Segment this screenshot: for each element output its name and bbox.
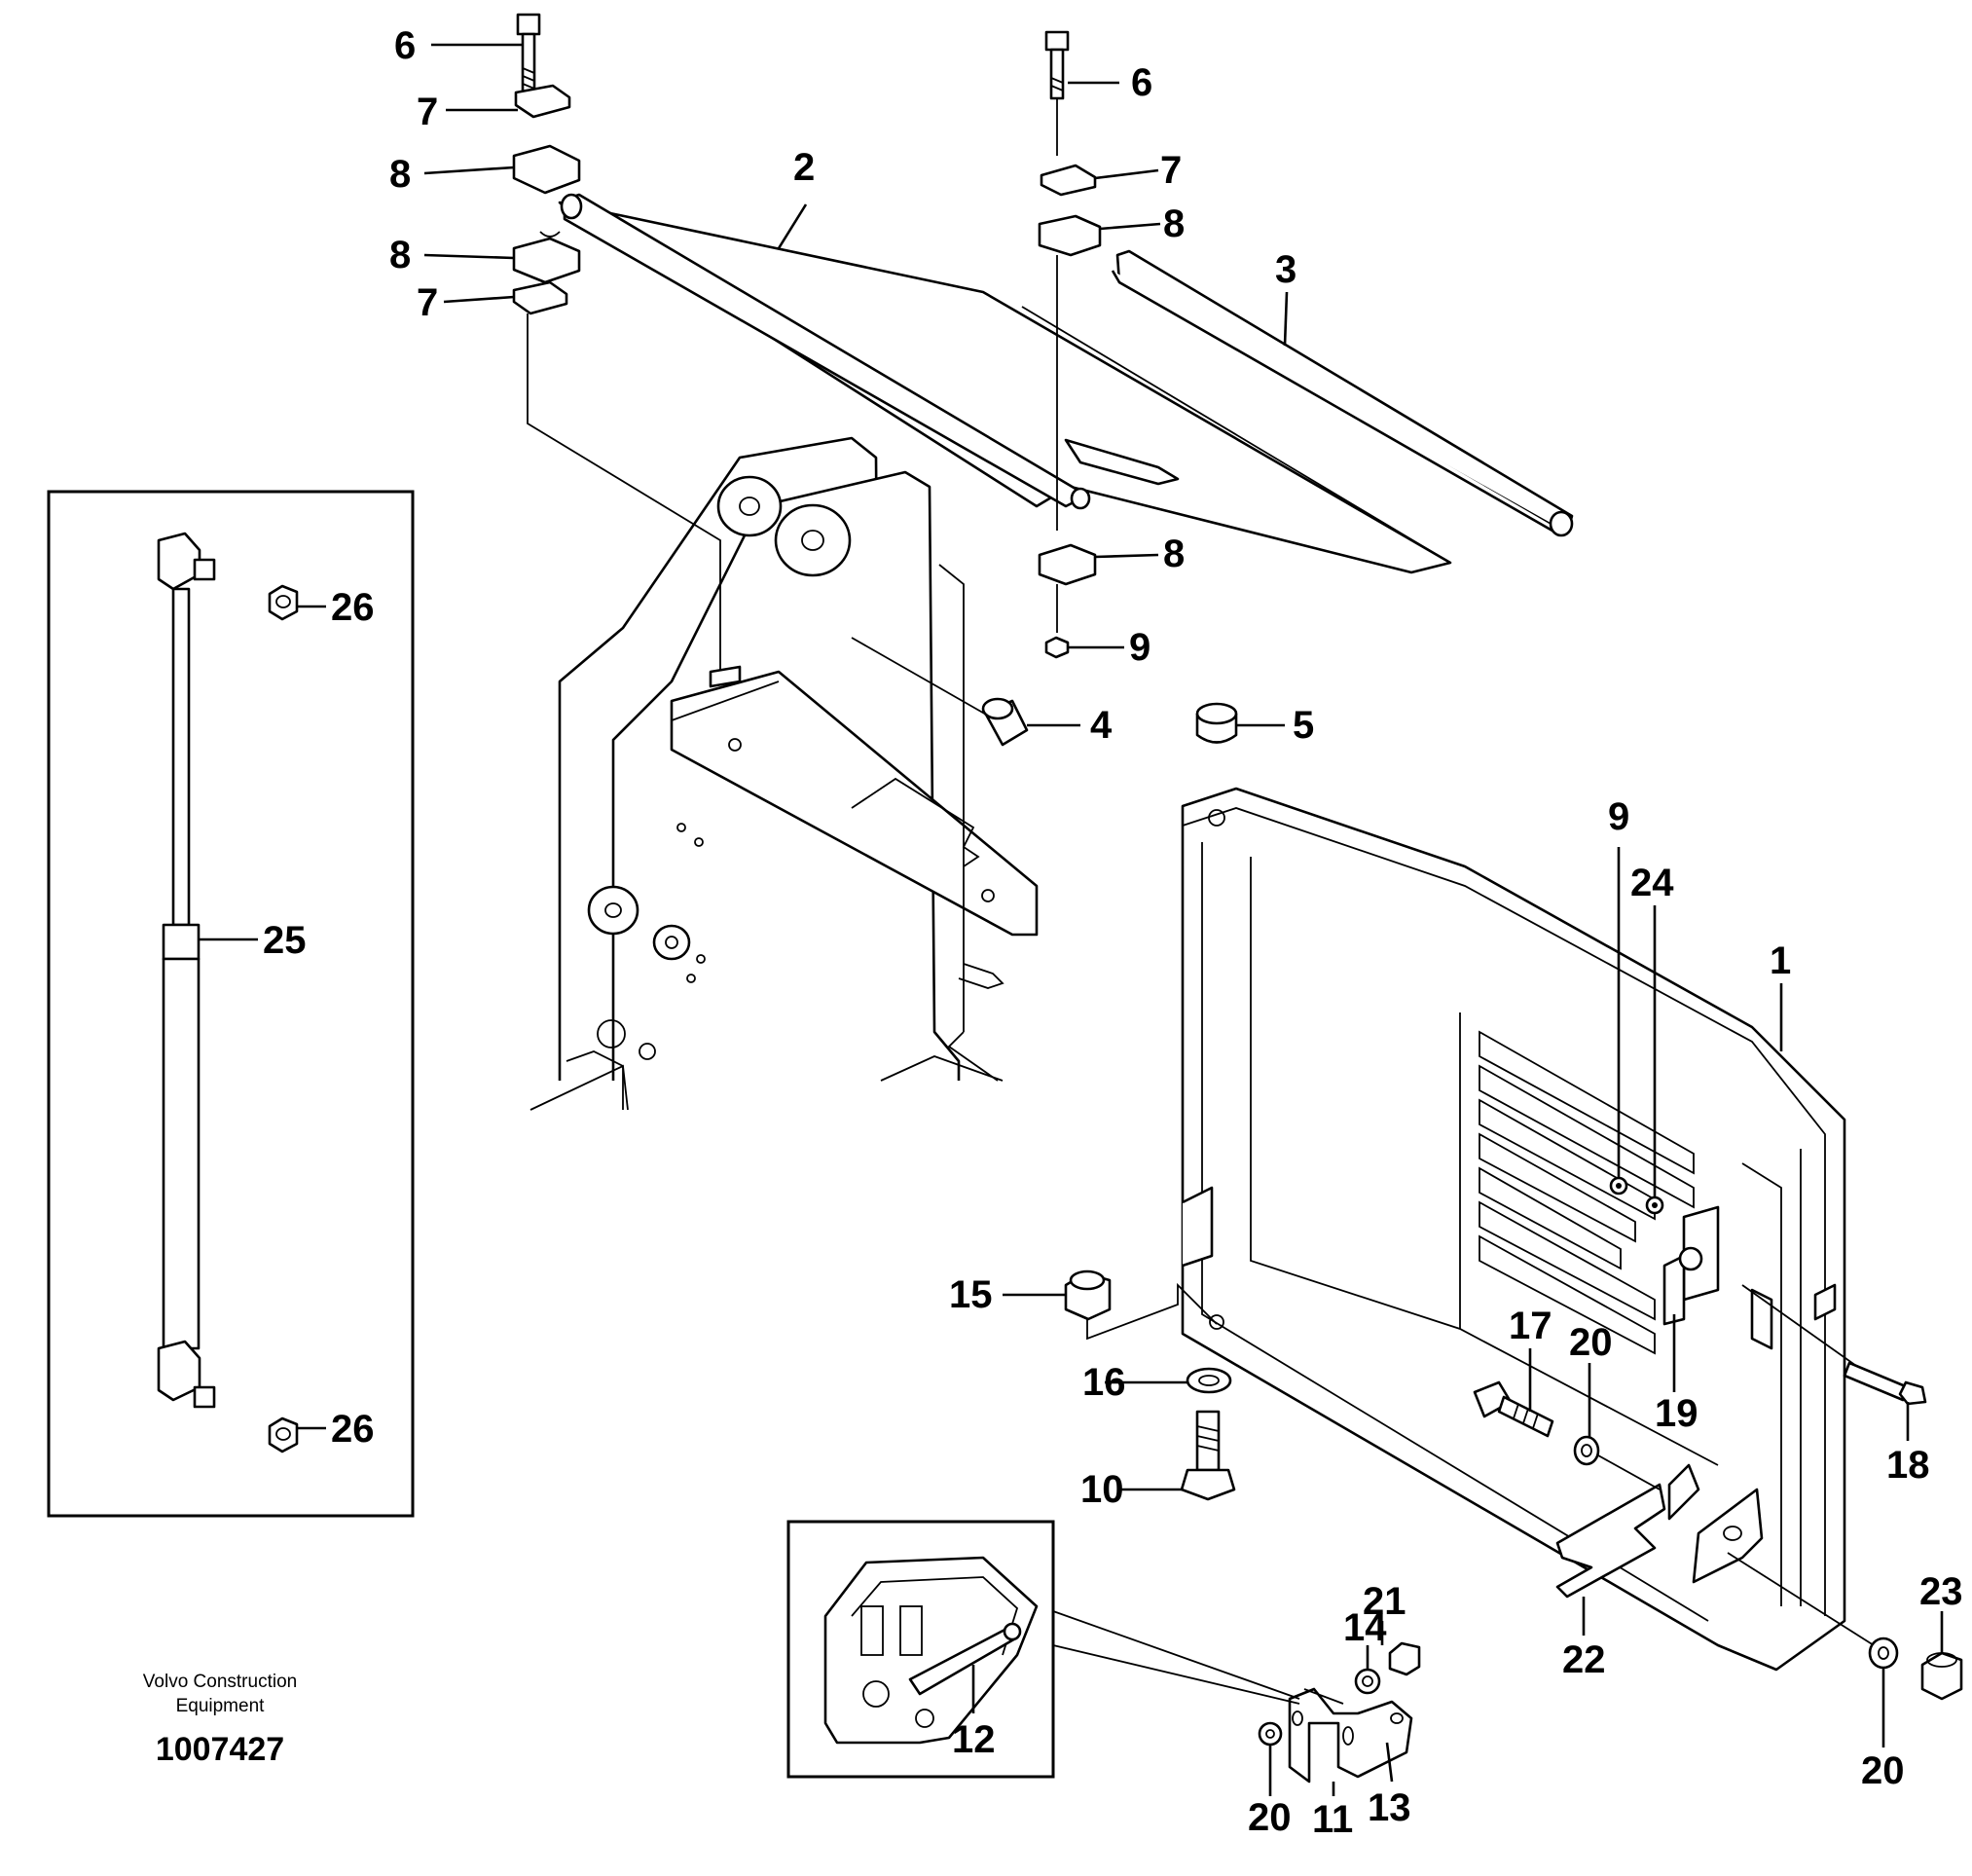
part-6-bolt-center xyxy=(1044,30,1070,100)
part-23-locknut xyxy=(1920,1651,1963,1701)
part-8-clamp-center-upper xyxy=(1038,214,1102,257)
callout-8-left-lower: 8 xyxy=(389,234,411,276)
callout-25: 25 xyxy=(263,919,307,962)
part-22-hinge-brackets xyxy=(1555,1463,1764,1599)
pivot-boss-upper-right xyxy=(774,503,852,577)
callout-1: 1 xyxy=(1770,939,1791,982)
callout-17: 17 xyxy=(1509,1305,1552,1347)
part-20-washer-right xyxy=(1727,1552,1899,1670)
part-14-washer xyxy=(1354,1668,1381,1695)
part-17-bolt xyxy=(1473,1380,1554,1438)
callout-11: 11 xyxy=(1312,1798,1353,1841)
part-4-bushing xyxy=(851,637,1029,747)
callout-8-center-lower: 8 xyxy=(1163,533,1185,575)
part-7-plate-left-bottom xyxy=(512,280,568,315)
part-25-gas-strut xyxy=(157,532,216,1409)
callout-26-bottom: 26 xyxy=(331,1408,375,1451)
detail-box-gas-strut xyxy=(47,490,415,1518)
detail-box-hinge-pin xyxy=(786,1520,1300,1779)
callout-21: 21 xyxy=(1363,1580,1406,1623)
callout-20-right: 20 xyxy=(1861,1749,1905,1792)
callout-2: 2 xyxy=(793,146,815,189)
part-8-clamp-center-lower xyxy=(1038,543,1097,586)
callout-7-center: 7 xyxy=(1160,149,1182,192)
part-8-clamp-left-upper xyxy=(512,144,581,195)
drawing-caption: Volvo Construction Equipment 1007427 xyxy=(143,1672,297,1768)
fasteners-left-stack xyxy=(512,13,742,688)
caption-line-1: Volvo Construction xyxy=(143,1672,297,1692)
callout-20-hinge: 20 xyxy=(1569,1321,1613,1364)
callout-19: 19 xyxy=(1655,1392,1698,1435)
callout-15: 15 xyxy=(949,1273,993,1316)
part-18-bolt xyxy=(1741,1284,1927,1406)
callout-14: 14 xyxy=(1343,1606,1387,1649)
callout-6-center: 6 xyxy=(1131,61,1152,104)
callout-18: 18 xyxy=(1886,1444,1930,1487)
part-8-clamp-left-lower xyxy=(512,237,581,284)
pivot-boss-mid xyxy=(652,924,691,961)
part-20-washer-hinge xyxy=(1573,1435,1661,1490)
part-7-plate-left-top xyxy=(514,84,571,119)
louver-grille xyxy=(1479,1030,1695,1355)
callout-10: 10 xyxy=(1080,1468,1124,1511)
callout-20-bracket: 20 xyxy=(1248,1796,1292,1839)
callout-26-top: 26 xyxy=(331,586,375,629)
machine-frame xyxy=(530,436,1039,1111)
fasteners-center-stack xyxy=(1038,30,1102,659)
callout-8-center-upper: 8 xyxy=(1163,202,1185,245)
callout-3: 3 xyxy=(1275,248,1296,291)
callout-labels: 6 7 8 8 7 2 6 7 8 8 9 3 4 5 1 9 24 15 16… xyxy=(263,24,1963,1841)
part-19-latch xyxy=(1662,1205,1720,1326)
part-1-cover-panel xyxy=(1181,787,1846,1672)
callout-7-left-top: 7 xyxy=(417,91,438,133)
callout-9-panel: 9 xyxy=(1608,795,1629,838)
part-12-hinge-pin xyxy=(823,1556,1039,1745)
callout-16: 16 xyxy=(1082,1361,1126,1404)
leader-lines xyxy=(199,43,1944,1796)
callout-5: 5 xyxy=(1293,704,1314,747)
pivot-boss-lower xyxy=(587,885,639,936)
caption-line-2: Equipment xyxy=(176,1696,266,1716)
part-9-nut-panel xyxy=(1609,1176,1628,1195)
part-21-nut xyxy=(1388,1641,1421,1676)
part-5-cap xyxy=(1195,702,1238,744)
callout-4: 4 xyxy=(1090,704,1113,747)
part-15-locknut xyxy=(1064,1269,1218,1341)
callout-12: 12 xyxy=(952,1718,996,1761)
callout-9-center: 9 xyxy=(1129,626,1150,669)
part-26-nut-top xyxy=(268,584,299,621)
part-7-plate-center xyxy=(1040,164,1097,197)
part-20-washer-bracket xyxy=(1258,1721,1283,1747)
callout-6-left: 6 xyxy=(394,24,416,67)
part-26-nut-bottom xyxy=(268,1416,299,1453)
part-3-seal-strip xyxy=(1111,249,1574,537)
callout-7-left-bottom: 7 xyxy=(417,281,438,324)
drawing-number: 1007427 xyxy=(156,1731,284,1768)
callout-8-left-upper: 8 xyxy=(389,153,411,196)
callout-13: 13 xyxy=(1368,1786,1411,1829)
part-9-nut-center xyxy=(1044,636,1070,659)
part-2-rod-assembly xyxy=(558,193,1452,574)
pivot-boss-upper-left xyxy=(716,475,783,537)
callout-23: 23 xyxy=(1919,1570,1963,1613)
callout-22: 22 xyxy=(1562,1638,1606,1681)
part-10-bolt xyxy=(1180,1410,1236,1501)
part-11-13-hinge-bracket xyxy=(1288,1687,1413,1784)
part-24-washer xyxy=(1645,1195,1664,1215)
part-16-washer xyxy=(1186,1367,1232,1394)
part-6-bolt-left xyxy=(516,13,541,94)
callout-24: 24 xyxy=(1630,862,1674,904)
